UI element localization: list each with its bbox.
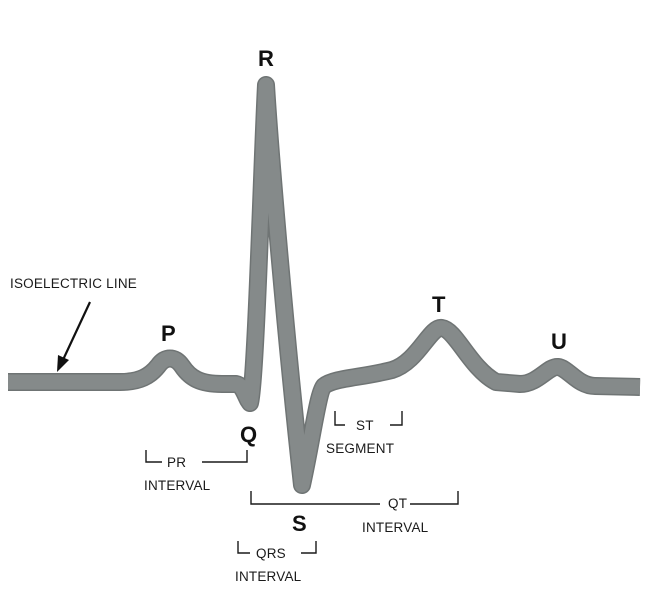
qt-interval-bracket [250,491,459,505]
pr-interval-label-line2: INTERVAL [144,478,211,493]
isoelectric-line-label: ISOELECTRIC LINE [10,276,137,291]
label-q: Q [240,422,257,447]
pr-interval-annotation: PR INTERVAL [144,450,248,493]
ecg-waveform [8,76,641,494]
st-segment-annotation: ST SEGMENT [326,411,403,456]
qt-interval-annotation: QT INTERVAL [250,491,459,535]
st-segment-label-line1: ST [356,418,374,433]
qrs-interval-label-line1: QRS [256,546,286,561]
pr-interval-bracket [145,450,248,463]
st-segment-bracket [334,411,403,426]
label-s: S [292,511,307,536]
label-u: U [551,329,567,354]
ecg-waveform-trace [8,77,641,493]
label-r: R [258,46,274,71]
isoelectric-arrow-shaft [61,301,91,363]
st-segment-label-line2: SEGMENT [326,441,394,456]
qrs-interval-label-line2: INTERVAL [235,569,302,584]
qt-interval-label-line2: INTERVAL [362,520,429,535]
isoelectric-line-annotation: ISOELECTRIC LINE [10,276,137,372]
label-p: P [161,321,176,346]
pr-interval-label-line1: PR [167,455,186,470]
qrs-interval-bracket [237,541,317,554]
qt-interval-label-line1: QT [388,496,407,511]
label-t: T [432,292,446,317]
arrow-head-icon [57,355,69,372]
qrs-interval-annotation: QRS INTERVAL [235,541,317,584]
